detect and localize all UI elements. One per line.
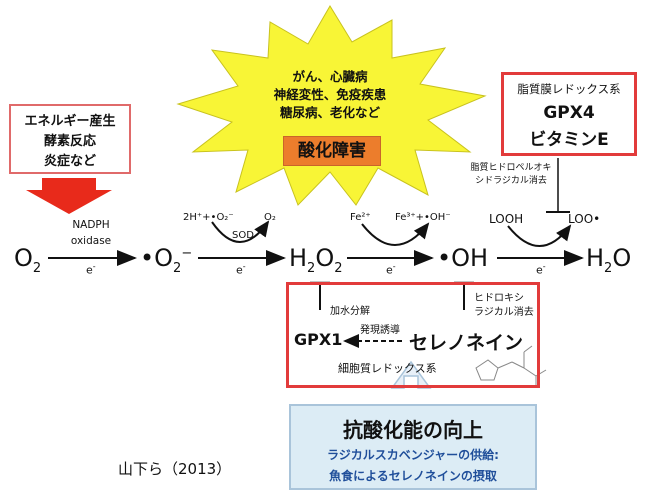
hydrolysis-label: 加水分解 [330,306,370,317]
membrane-note-line-2: シドラジカル消去 [475,176,547,186]
fenton-curve-arrow [361,222,430,246]
energy-line-3: 炎症など [43,154,96,169]
h2o2-h: H [289,244,308,272]
h2o2-sub-1: 2 [307,260,316,276]
energy-source-box: エネルギー産生 酵素反応 炎症など [9,104,131,174]
species-hydroxyl-radical: •OH [437,244,489,272]
e-2: e [236,263,243,277]
membrane-redox-box: 脂質膜レドックス系 GPX4 ビタミンE [501,72,637,156]
e-1: e [86,263,93,277]
fenton-reactant: Fe²⁺ [350,212,371,223]
gpx1-label: GPX1 [294,330,343,349]
hydroxyl-line-2: ラジカル消去 [474,307,534,318]
energy-line-2: 酵素反応 [43,134,96,149]
e-sup-2: - [242,262,246,271]
selenoneine-label: セレノネイン [409,332,524,354]
antioxidant-line-1: ラジカルスカベンジャーの供給: [327,448,499,462]
star-text: がん、心臓病 神経変性、免疫疾患 糖尿病、老化など [268,68,392,122]
superoxide-superscript: − [181,246,193,261]
electron-label-4: e- [536,262,546,277]
species-h2o2: H2O2 [289,244,343,276]
star-line-2: 神経変性、免疫疾患 [273,87,387,102]
looh-label: LOOH [489,212,524,226]
induction-label: 発現誘導 [360,325,400,336]
antioxidant-title: 抗酸化能の向上 [343,418,483,442]
oxidative-damage-label: 酸化障害 [283,136,381,166]
e-sup-1: - [92,262,96,271]
h2o2-sub-2: 2 [334,260,343,276]
hollow-up-arrow [390,360,432,389]
cytoplasm-title: 細胞質レドックス系 [338,362,437,375]
e-sup-4: - [542,262,546,271]
e-3: e [386,263,393,277]
h2o2-o: O [315,244,335,272]
loo-radical-label: LOO• [568,212,601,226]
sod-curve-arrow [211,220,270,243]
h2o-subscript: 2 [604,260,613,276]
fenton-product: Fe³⁺+•OH⁻ [395,212,451,223]
star-line-3: 糖尿病、老化など [279,105,380,120]
oxidative-damage-star [176,5,487,206]
h2o-o: O [612,244,632,272]
nadph-line: NADPH [72,219,110,231]
membrane-note-line-1: 脂質ヒドロペルオキ [470,163,552,173]
species-h2o: H2O [586,244,631,276]
electron-label-1: e- [86,262,96,277]
citation: 山下ら（2013） [118,460,232,478]
hydroxyl-line-1: ヒドロキシ [474,293,524,304]
sod-label: SOD [232,230,254,241]
cytoplasm-redox-box [286,282,540,388]
electron-label-2: e- [236,262,246,277]
species-o2: O2 [14,244,41,276]
e-sup-3: - [392,262,396,271]
o2-letter: O [14,244,33,272]
h2o-h: H [586,244,605,272]
sod-product: O₂ [264,212,276,223]
antioxidant-line-2: 魚食によるセレノネインの摂取 [329,469,497,483]
species-superoxide: •O2− [140,244,192,276]
oxidase-line: oxidase [70,235,112,247]
looh-curve-arrow [507,224,572,247]
nadph-oxidase-label: NADPH oxidase [56,217,126,249]
electron-label-3: e- [386,262,396,277]
o2-subscript: 2 [32,260,42,276]
gpx4-label: GPX4 [543,103,595,123]
red-down-arrow [26,178,112,214]
superoxide-letter: O [154,244,174,272]
star-line-1: がん、心臓病 [292,69,368,84]
vitamin-e-label: ビタミンE [529,130,609,150]
antioxidant-improvement-box: 抗酸化能の向上 ラジカルスカベンジャーの供給: 魚食によるセレノネインの摂取 [289,404,537,490]
superoxide-dot: • [140,244,155,272]
hydroxyl-scavenge-label: ヒドロキシ ラジカル消去 [474,292,534,320]
superoxide-subscript: 2 [173,260,182,276]
sod-reactant: 2H⁺+•O₂⁻ [183,212,234,223]
membrane-title: 脂質膜レドックス系 [517,82,621,96]
membrane-note: 脂質ヒドロペルオキ シドラジカル消去 [466,162,556,188]
e-4: e [536,263,543,277]
energy-line-1: エネルギー産生 [24,114,116,129]
